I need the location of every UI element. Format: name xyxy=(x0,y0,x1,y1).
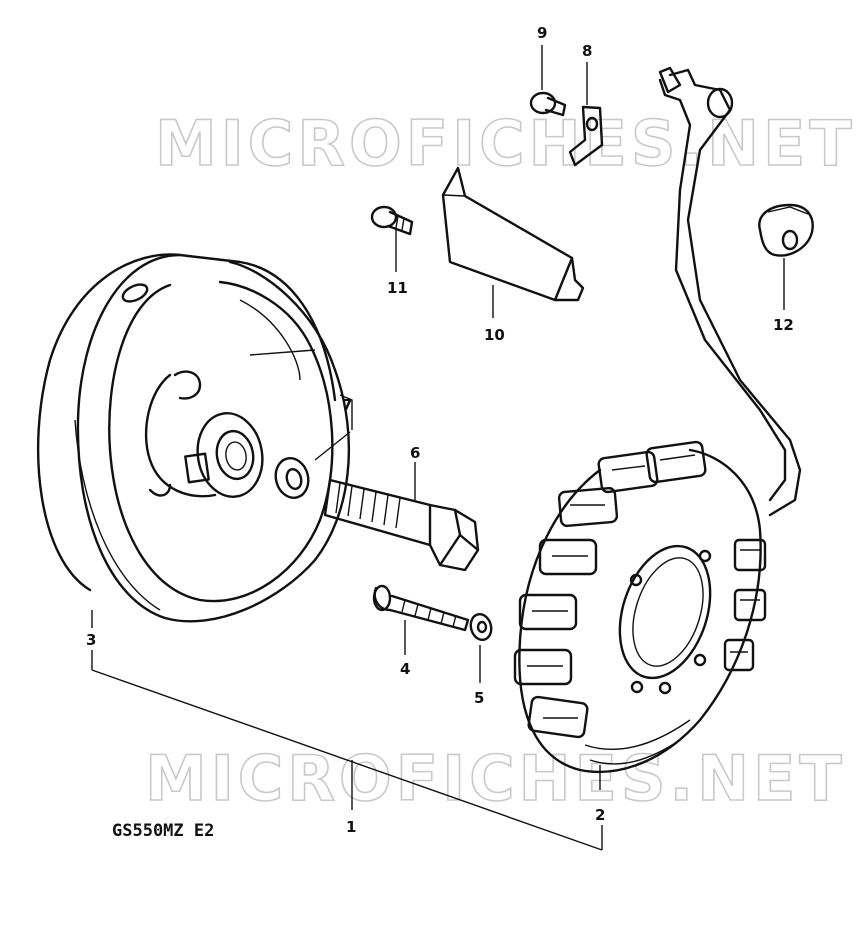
callout-11: 11 xyxy=(387,279,408,297)
washer-7 xyxy=(274,394,353,499)
callout-1: 1 xyxy=(346,818,356,836)
callout-10: 10 xyxy=(484,326,505,344)
callout-7: 7 xyxy=(342,396,352,414)
screw-11 xyxy=(370,205,414,272)
callout-12: 12 xyxy=(773,316,794,334)
clamp-8 xyxy=(568,62,604,167)
callout-8: 8 xyxy=(582,42,592,60)
callout-2: 2 xyxy=(595,806,605,824)
cover-plate-10 xyxy=(441,166,585,318)
washer-5 xyxy=(469,612,493,683)
callout-3: 3 xyxy=(86,631,96,649)
screw-4 xyxy=(372,584,470,655)
rotor-bolt-6 xyxy=(323,462,480,572)
assembly-bracket-1 xyxy=(91,610,603,851)
stator-2 xyxy=(513,66,802,790)
screw-9 xyxy=(529,45,567,117)
watermark-top: MICROFICHES.NET xyxy=(155,107,856,180)
callout-4: 4 xyxy=(400,660,410,678)
callout-9: 9 xyxy=(537,24,547,42)
grommet-12 xyxy=(758,203,814,310)
model-code: GS550MZ E2 xyxy=(112,821,214,841)
rotor-flywheel xyxy=(36,253,351,623)
watermark-bottom: MICROFICHES.NET xyxy=(145,742,846,815)
callout-6: 6 xyxy=(410,444,420,462)
callout-5: 5 xyxy=(474,689,484,707)
